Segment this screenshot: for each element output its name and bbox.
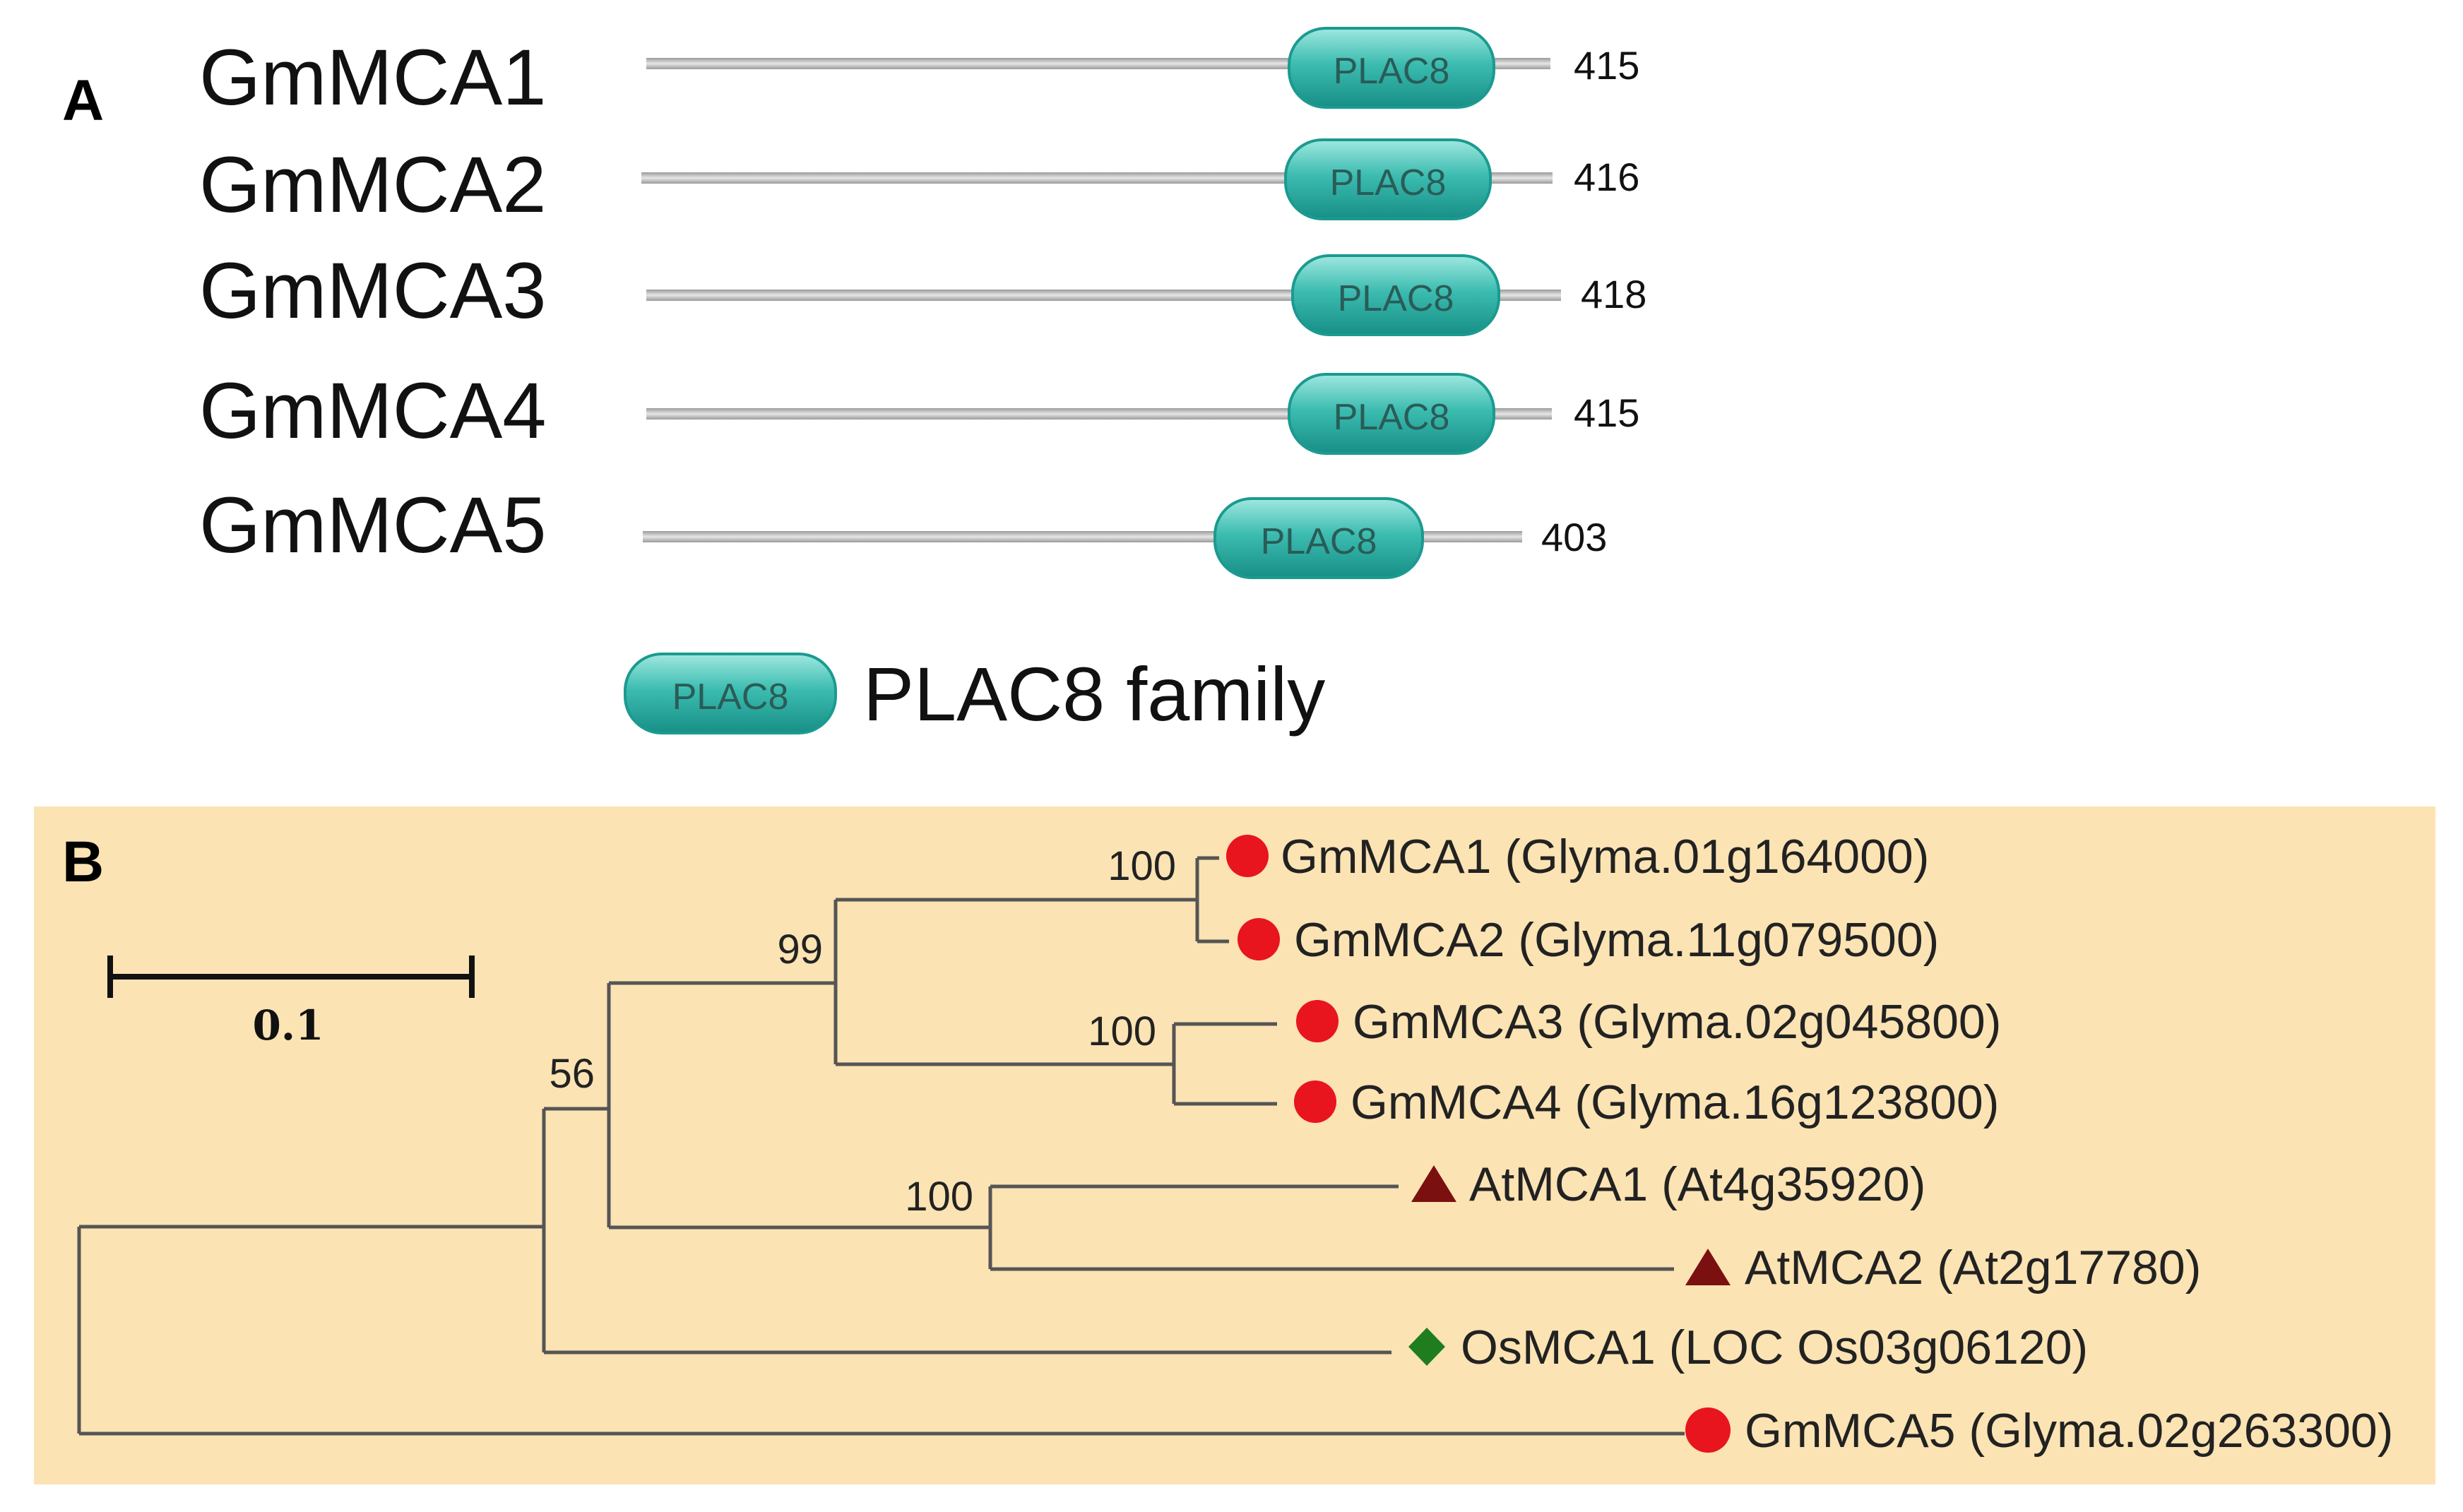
plac8-domain [1213, 497, 1424, 579]
protein-row: GmMCA2 PLAC8 416 [199, 138, 1639, 229]
panel-b-background [34, 806, 2435, 1484]
legend-label: PLAC8 family [863, 651, 1325, 737]
red-circle-marker [1238, 918, 1280, 960]
bootstrap-value: 100 [1108, 843, 1176, 889]
protein-name: GmMCA1 [199, 33, 547, 121]
protein-length: 415 [1574, 391, 1639, 435]
leaf-label: GmMCA5 (Glyma.02g263300) [1745, 1404, 2393, 1458]
leaf-label: GmMCA2 (Glyma.11g079500) [1294, 913, 1939, 967]
dark-red-triangle-marker [1685, 1249, 1731, 1285]
plac8-domain-label: PLAC8 [1334, 51, 1450, 92]
plac8-domain-label: PLAC8 [1334, 397, 1450, 438]
leaf-label: OsMCA1 (LOC Os03g06120) [1461, 1321, 2088, 1374]
plac8-domain-label: PLAC8 [1330, 162, 1447, 203]
protein-row: GmMCA1 PLAC8 415 [199, 27, 1639, 121]
red-circle-marker [1296, 1000, 1339, 1042]
tree-branches [77, 856, 1685, 1436]
panel-a-letter: A [62, 69, 104, 133]
legend-swatch-label: PLAC8 [672, 677, 789, 718]
protein-length: 418 [1581, 272, 1646, 316]
red-circle-marker [1226, 835, 1269, 877]
bootstrap-value: 100 [1088, 1008, 1156, 1054]
plac8-domain-label: PLAC8 [1261, 521, 1377, 562]
protein-name: GmMCA3 [199, 246, 547, 335]
plac8-domain [1288, 373, 1495, 455]
protein-row: GmMCA4 PLAC8 415 [199, 367, 1639, 455]
protein-name: GmMCA5 [199, 481, 547, 569]
bootstrap-value: 100 [905, 1174, 973, 1220]
domain-legend: PLAC8 PLAC8 family [624, 651, 1325, 737]
red-circle-marker [1294, 1081, 1336, 1123]
protein-length: 403 [1541, 515, 1607, 559]
protein-name: GmMCA2 [199, 141, 547, 229]
scale-bar: 0.1 [107, 956, 475, 1049]
scale-bar-label: 0.1 [253, 1001, 324, 1049]
dark-red-triangle-marker [1411, 1165, 1456, 1202]
leaf-label: GmMCA3 (Glyma.02g045800) [1353, 995, 2001, 1049]
legend-plac8-swatch [624, 653, 837, 734]
panel-b-letter: B [62, 830, 104, 894]
plac8-domain-label: PLAC8 [1338, 278, 1454, 319]
plac8-domain [1288, 27, 1495, 109]
leaf-label: AtMCA1 (At4g35920) [1469, 1157, 1925, 1211]
panel-a: A GmMCA1 PLAC8 415 GmMCA2 PLAC8 416 GmMC… [62, 27, 1646, 737]
green-diamond-marker [1408, 1328, 1445, 1366]
bootstrap-value: 99 [777, 927, 823, 972]
protein-row: GmMCA5 PLAC8 403 [199, 481, 1607, 579]
plac8-domain [1291, 254, 1500, 336]
leaf-label: AtMCA2 (At2g17780) [1745, 1241, 2201, 1294]
protein-row: GmMCA3 PLAC8 418 [199, 246, 1646, 336]
bootstrap-value: 56 [549, 1051, 595, 1097]
leaf-label: GmMCA4 (Glyma.16g123800) [1351, 1076, 1999, 1129]
protein-length: 416 [1574, 155, 1639, 199]
panel-b: B 0.1 100 99 100 56 [34, 806, 2435, 1484]
plac8-domain [1284, 138, 1492, 220]
red-circle-marker [1685, 1407, 1731, 1453]
protein-name: GmMCA4 [199, 367, 547, 455]
protein-length: 415 [1574, 43, 1639, 88]
leaf-label: GmMCA1 (Glyma.01g164000) [1281, 830, 1929, 883]
